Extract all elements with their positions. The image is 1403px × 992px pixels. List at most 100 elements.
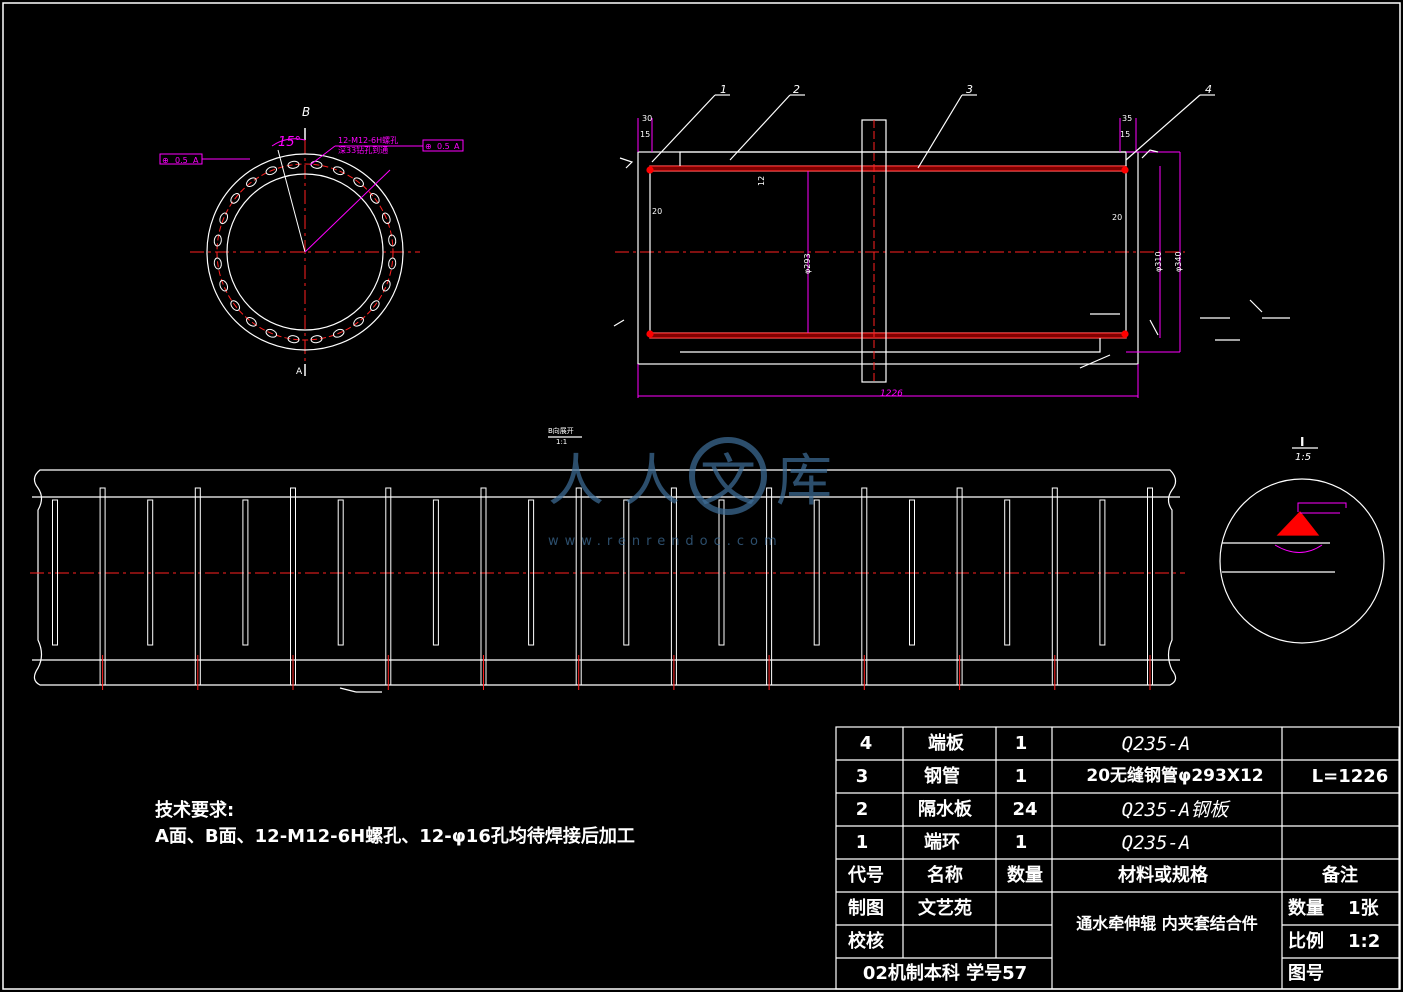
- separator-fin: [909, 499, 915, 646]
- dim-inner-dia: φ293: [803, 253, 812, 274]
- part-3-name: 钢管: [924, 766, 960, 787]
- watermark: [689, 437, 767, 515]
- part-4-material: Q235-A: [1121, 733, 1191, 755]
- dim-length: 1226: [880, 389, 903, 399]
- end-view-bottom-label: A: [296, 367, 303, 377]
- part-1-qty: 1: [1014, 832, 1028, 853]
- drawn-label: 制图: [848, 898, 884, 919]
- bolt-hole: [265, 166, 278, 176]
- bolt-hole: [353, 316, 364, 327]
- detail-label: I: [1300, 435, 1304, 449]
- separator-fin: [1004, 499, 1011, 646]
- bolt-hole: [369, 300, 380, 311]
- title-block-grid: [835, 726, 1400, 990]
- bolt-hole: [287, 335, 300, 344]
- part-4-name: 端板: [928, 733, 964, 754]
- tolerance-left-datum: A: [193, 156, 199, 165]
- quantity-label: 数量: [1288, 898, 1324, 919]
- class-info: 02机制本科 学号57: [862, 963, 1028, 984]
- part-1-name: 端环: [924, 832, 960, 853]
- part-4-qty: 1: [1014, 733, 1028, 754]
- part-3-code: 3: [855, 766, 869, 787]
- bolt-hole: [265, 328, 278, 338]
- separator-fin: [528, 499, 535, 646]
- quantity-value: 1张: [1348, 898, 1379, 919]
- hole-note-2: 深33钻孔到通: [338, 145, 388, 155]
- separator-fin: [242, 499, 249, 646]
- header-code: 代号: [848, 865, 884, 886]
- separator-fin: [1099, 499, 1106, 646]
- drawn-by: 文艺苑: [918, 898, 972, 919]
- tolerance-right-datum: A: [454, 142, 460, 151]
- tolerance-right-value: 0.5: [437, 142, 450, 151]
- part-3-qty: 1: [1014, 766, 1028, 787]
- drawing-title: 通水牵伸辊 内夹套结合件: [1076, 914, 1258, 933]
- dim-left-wall: 20: [652, 207, 662, 216]
- bolt-hole: [332, 166, 345, 176]
- dim-right-dia1: φ310: [1154, 251, 1163, 272]
- bolt-hole: [213, 234, 222, 247]
- balloon-2: 2: [793, 83, 800, 96]
- dim-left-top: 30: [642, 114, 652, 123]
- section-view: [613, 94, 1290, 398]
- angle-label: 15°: [278, 135, 301, 150]
- separator-fin: [52, 499, 58, 646]
- watermark-url: www.renrendoc.com: [548, 534, 783, 549]
- bolt-hole: [381, 212, 391, 225]
- watermark-text: 人人文库: [548, 449, 852, 514]
- tech-requirements-title: 技术要求:: [155, 800, 235, 821]
- bolt-hole: [369, 193, 380, 204]
- header-qty: 数量: [1007, 865, 1043, 886]
- header-note: 备注: [1322, 865, 1358, 886]
- bolt-hole: [230, 193, 241, 204]
- part-3-note: L=1226: [1311, 766, 1389, 787]
- separator-fin: [813, 499, 820, 646]
- detail-scale: 1:5: [1295, 452, 1311, 463]
- part-3-material: 20无缝钢管φ293X12: [1086, 766, 1264, 786]
- tolerance-left-value: 0.5: [175, 156, 188, 165]
- header-material: 材料或规格: [1118, 865, 1208, 886]
- bolt-hole: [219, 212, 229, 225]
- tolerance-right-symbol: ⊕: [425, 142, 432, 151]
- part-1-code: 1: [855, 832, 869, 853]
- balloon-4: 4: [1205, 83, 1212, 96]
- detail-view: [1219, 447, 1385, 644]
- part-2-qty: 24: [1012, 799, 1038, 820]
- dim-right-wall: 20: [1112, 213, 1122, 222]
- separator-fin: [623, 499, 630, 646]
- header-name: 名称: [927, 865, 963, 886]
- dim-left-thick: 12: [757, 176, 766, 186]
- unrolled-view: [30, 436, 1185, 693]
- part-4-code: 4: [859, 733, 873, 754]
- dim-right-mid: 15: [1120, 130, 1130, 139]
- bolt-hole: [246, 177, 257, 188]
- checked-label: 校核: [848, 931, 884, 952]
- unrolled-scale: 1:1: [556, 438, 567, 446]
- dim-right-dia2: φ340: [1174, 251, 1183, 272]
- bolt-hole: [388, 257, 397, 270]
- bolt-hole: [388, 234, 397, 247]
- scale-value: 1:2: [1348, 931, 1381, 952]
- hole-note-1: 12-M12-6H螺孔: [338, 135, 398, 145]
- bolt-hole: [219, 279, 229, 292]
- bolt-hole: [353, 177, 364, 188]
- bolt-hole: [381, 279, 391, 292]
- balloon-1: 1: [720, 83, 727, 96]
- bolt-hole: [213, 257, 222, 270]
- separator-fin: [337, 499, 344, 646]
- bolt-hole: [332, 328, 345, 338]
- bolt-hole: [310, 335, 323, 344]
- balloon-3: 3: [966, 83, 973, 96]
- separator-fin: [718, 499, 725, 646]
- part-2-name: 隔水板: [918, 799, 972, 820]
- dim-left-mid: 15: [640, 130, 650, 139]
- unrolled-title: B向展开: [548, 426, 574, 435]
- bolt-hole: [287, 160, 300, 169]
- tolerance-left-symbol: ⊕: [162, 156, 169, 165]
- end-view-label: B: [302, 105, 310, 119]
- scale-label: 比例: [1288, 931, 1324, 952]
- drawing-no-label: 图号: [1288, 963, 1324, 984]
- part-1-material: Q235-A: [1121, 832, 1191, 854]
